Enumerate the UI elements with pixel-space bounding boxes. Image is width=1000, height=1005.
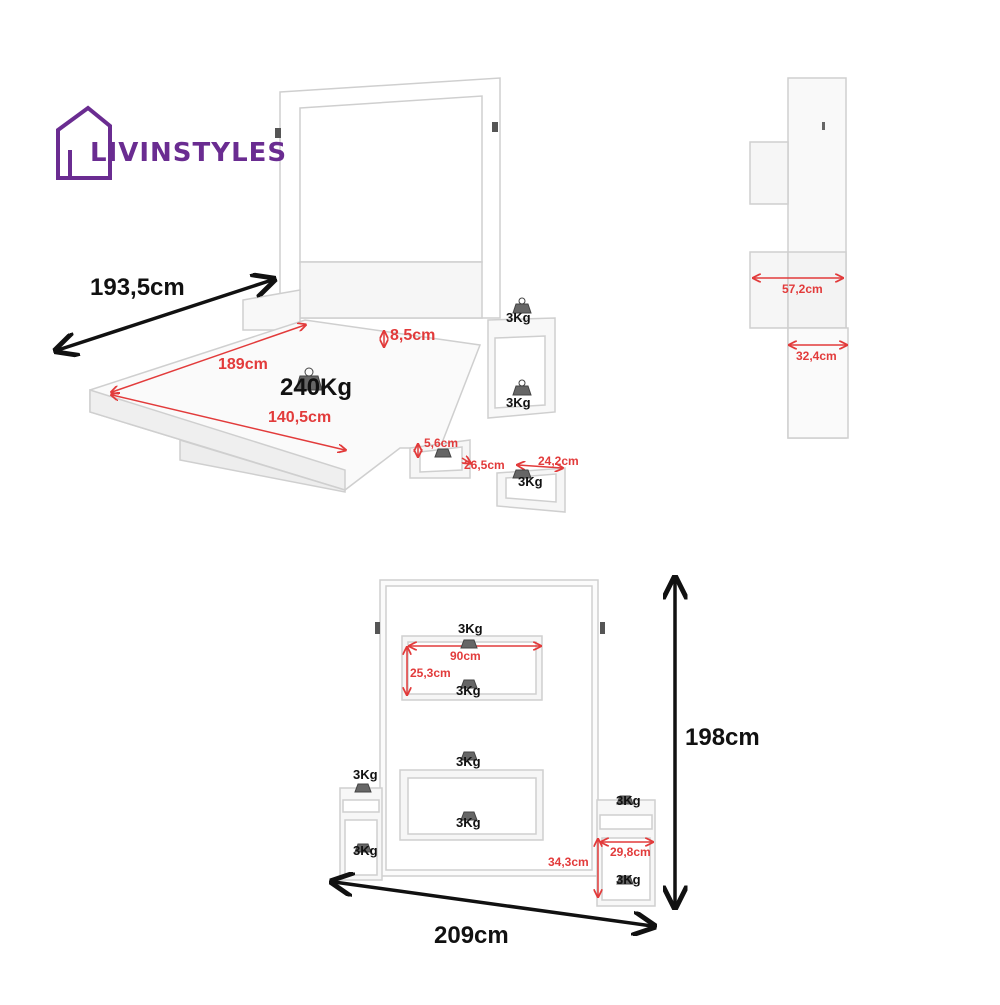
load-label: 3Kg [353,843,378,858]
niche-width-label: 90cm [450,649,481,663]
drawer-width-label: 24,2cm [538,454,579,468]
side-nightstand-width-label: 32,4cm [796,349,837,363]
load-label: 3Kg [458,621,483,636]
total-width-arrow [334,882,652,926]
side-shelf-width-label: 57,2cm [782,282,823,296]
side-view-illustration [749,77,849,439]
drawer-height-label: 5,6cm [424,436,459,450]
closed-bed-illustration [339,579,656,907]
load-label: 3Kg [456,815,481,830]
nightstand-height-label: 34,3cm [548,855,589,869]
house-logo-icon [56,105,112,180]
drawer-depth-label: 26,5cm [464,458,505,472]
side-dimension-lines [754,278,846,345]
load-label: 3Kg [353,767,378,782]
total-width-label: 209cm [434,922,509,949]
load-label: 3Kg [456,683,481,698]
load-label: 3Kg [506,310,531,325]
weight-icon [295,297,532,479]
bed-depth-arrow [58,280,272,350]
load-label: 3Kg [456,754,481,769]
niche-height-label: 25,3cm [410,666,451,680]
load-label: 3Kg [518,474,543,489]
nightstand-width-label: 29,8cm [610,845,651,859]
load-label: 3Kg [506,395,531,410]
load-label: 3Kg [616,872,641,887]
load-label: 3Kg [616,793,641,808]
weight-icon [354,639,634,885]
brand-name: LIVINSTYLES [90,138,288,168]
bed-depth-label: 193,5cm [90,274,185,301]
bed-load-label: 240Kg [280,374,353,401]
frame-height-label: 8,5cm [390,327,436,344]
total-height-label: 198cm [685,724,760,751]
mattress-width-label: 140,5cm [268,409,332,426]
mattress-length-label: 189cm [218,356,268,373]
